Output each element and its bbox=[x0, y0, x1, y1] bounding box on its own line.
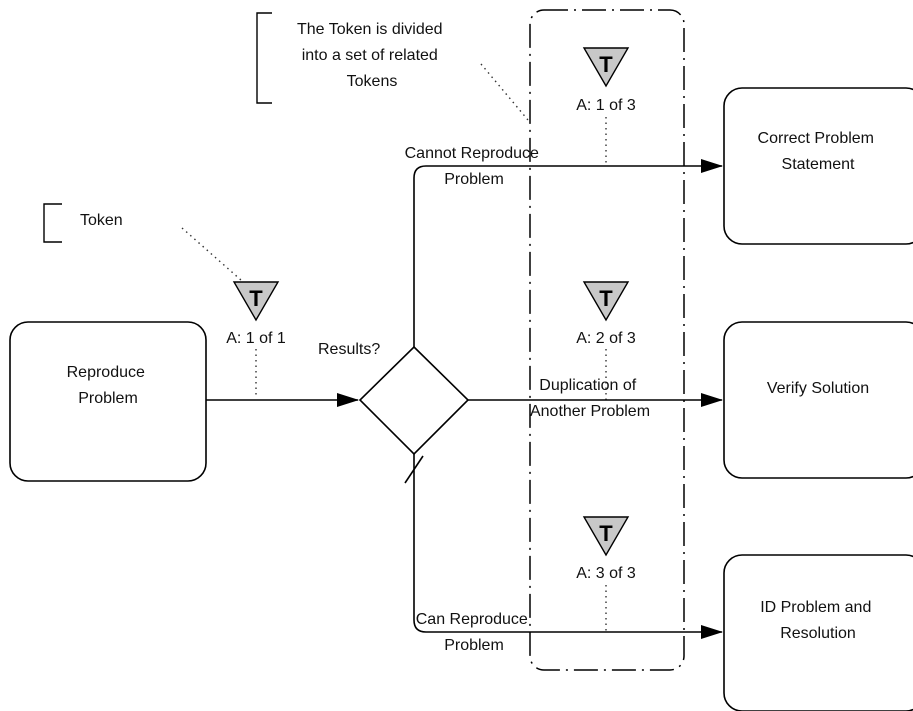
divided-annotation-line-2: into a set of related bbox=[302, 47, 438, 64]
divided-annotation-association bbox=[480, 63, 529, 121]
token-letter: T bbox=[599, 521, 613, 546]
task-verify-label-line-1: Verify Solution bbox=[767, 380, 869, 397]
flow-label-can-reproduce-line-1: Can Reproduce bbox=[416, 611, 528, 628]
task-verify-label: Verify Solution bbox=[767, 380, 869, 397]
task-reproduce-problem[interactable]: Reproduce Problem bbox=[9, 321, 207, 482]
task-reproduce-label-line-1: Reproduce bbox=[67, 364, 145, 381]
token-2-of-3-label: A: 2 of 3 bbox=[576, 330, 636, 347]
token-letter: T bbox=[599, 286, 613, 311]
task-id-problem-label-line-1: ID Problem and bbox=[760, 599, 871, 616]
task-reproduce-label: Reproduce Problem bbox=[67, 364, 150, 407]
token-2-of-3: T bbox=[582, 281, 630, 322]
flow-cannot-reproduce[interactable] bbox=[413, 159, 723, 348]
divided-annotation-text: The Token is divided into a set of relat… bbox=[297, 21, 447, 90]
token-triangle-icon bbox=[582, 281, 630, 322]
token-triangle-icon bbox=[582, 516, 630, 557]
task-id-problem-label-line-2: Resolution bbox=[780, 625, 856, 642]
divided-annotation-line-3: Tokens bbox=[347, 73, 398, 90]
flow-label-cannot-reproduce-line-2: Problem bbox=[444, 171, 504, 188]
token-group-boundary bbox=[529, 9, 685, 671]
flow-label-cannot-reproduce: Cannot Reproduce Problem bbox=[405, 145, 544, 188]
task-id-problem-resolution[interactable]: ID Problem and Resolution bbox=[723, 554, 913, 711]
flow-can-reproduce[interactable] bbox=[413, 454, 723, 639]
divided-annotation-bracket bbox=[256, 12, 272, 104]
task-correct-label: Correct Problem Statement bbox=[758, 130, 879, 173]
token-1-of-3-label: A: 1 of 3 bbox=[576, 97, 636, 114]
flow-label-duplication: Duplication of Another Problem bbox=[530, 377, 650, 420]
task-id-problem-label: ID Problem and Resolution bbox=[760, 599, 876, 642]
token-letter: T bbox=[599, 52, 613, 77]
token-3-of-3: T bbox=[582, 516, 630, 557]
token-triangle-icon bbox=[582, 47, 630, 88]
task-correct-problem-statement[interactable]: Correct Problem Statement bbox=[723, 87, 913, 245]
task-correct-label-line-2: Statement bbox=[782, 156, 855, 173]
token-1-of-1: T bbox=[232, 281, 280, 322]
task-verify-solution[interactable]: Verify Solution bbox=[723, 321, 913, 479]
task-reproduce-label-line-2: Problem bbox=[78, 390, 138, 407]
token-1-of-3: T bbox=[582, 47, 630, 88]
decision-gateway[interactable] bbox=[358, 345, 470, 456]
flow-label-cannot-reproduce-line-1: Cannot Reproduce bbox=[405, 145, 539, 162]
token-annotation-association bbox=[181, 227, 251, 289]
token-annotation-text: Token bbox=[80, 212, 123, 229]
token-3-of-3-label: A: 3 of 3 bbox=[576, 565, 636, 582]
token-letter: T bbox=[249, 286, 263, 311]
gateway-label: Results? bbox=[318, 341, 380, 358]
divided-annotation-line-1: The Token is divided bbox=[297, 21, 443, 38]
token-triangle-icon bbox=[232, 281, 280, 322]
default-flow-marker bbox=[404, 455, 424, 484]
token-1-of-1-label: A: 1 of 1 bbox=[226, 330, 286, 347]
flow-label-can-reproduce: Can Reproduce Problem bbox=[416, 611, 533, 654]
flow-label-can-reproduce-line-2: Problem bbox=[444, 637, 504, 654]
flow-label-duplication-line-1: Duplication of bbox=[539, 377, 637, 394]
task-correct-label-line-1: Correct Problem bbox=[758, 130, 874, 147]
token-annotation-bracket bbox=[43, 203, 62, 243]
flow-label-duplication-line-2: Another Problem bbox=[530, 403, 650, 420]
